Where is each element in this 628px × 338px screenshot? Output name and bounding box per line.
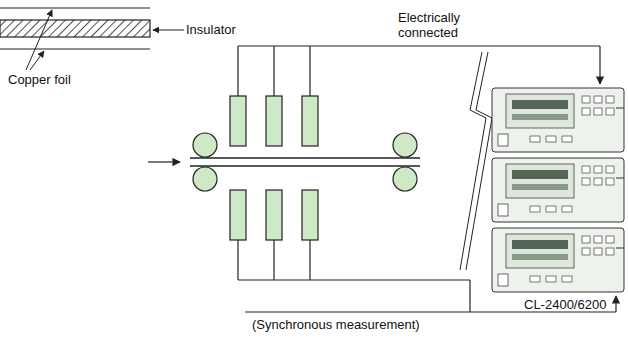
film-strip xyxy=(190,158,420,166)
laminate-inset xyxy=(0,8,150,49)
feed-arrow xyxy=(148,161,180,162)
part-label: Copper foil xyxy=(8,72,71,87)
leader-lines xyxy=(26,10,184,70)
part-label: Insulator xyxy=(186,22,236,37)
meter-unit xyxy=(492,228,624,292)
note-label: Electrically connected xyxy=(398,10,480,40)
meter-unit xyxy=(492,88,624,152)
instruments xyxy=(492,88,624,292)
break-lines xyxy=(460,52,492,270)
meter-unit xyxy=(492,158,624,222)
model-label: CL-2400/6200 xyxy=(524,297,606,312)
electrodes xyxy=(230,96,318,240)
note-label: (Synchronous measurement) xyxy=(250,317,422,332)
